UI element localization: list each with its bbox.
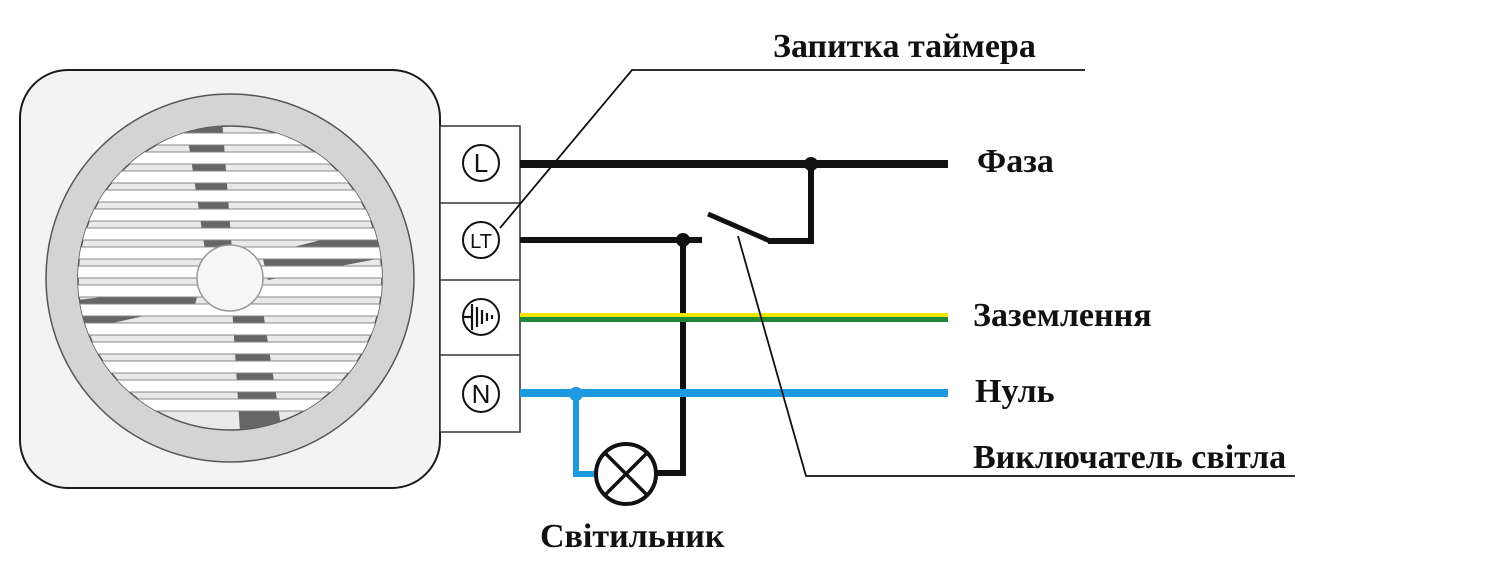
- switch-lever: [707, 211, 771, 244]
- switch-supply-wire: [768, 164, 814, 244]
- terminal-block: L LT N: [439, 125, 521, 433]
- lamp-neutral-wire: [573, 393, 598, 477]
- neutral-label: Нуль: [975, 373, 1055, 410]
- phase-label: Фаза: [977, 143, 1054, 180]
- terminal-lt: LT: [462, 221, 500, 259]
- light-switch-leader: [737, 235, 1295, 477]
- timer-supply-label: Запитка таймера: [773, 28, 1036, 65]
- wiring: [520, 160, 948, 477]
- junction-dot: [804, 157, 818, 171]
- terminal-ground: [462, 298, 500, 336]
- lamp-label: Світильник: [540, 518, 725, 555]
- lamp-feed-wire: [655, 240, 686, 476]
- terminal-n-label: N: [472, 379, 491, 409]
- lamp-cross-icon: [594, 442, 658, 506]
- terminal-lt-label: LT: [470, 231, 492, 253]
- junction-dot: [569, 387, 583, 401]
- terminal-n: N: [462, 375, 500, 413]
- ground-symbol-icon: [464, 304, 494, 330]
- terminal-l-label: L: [474, 148, 488, 178]
- fan-unit: [19, 69, 441, 489]
- junction-dot: [676, 233, 690, 247]
- fan-grill: [78, 126, 382, 430]
- timer-supply-leader: [499, 69, 1085, 229]
- ground-label: Заземлення: [973, 297, 1152, 334]
- fan-hub: [196, 244, 264, 312]
- terminal-l: L: [462, 144, 500, 182]
- light-switch-label: Виключатель світла: [973, 439, 1286, 476]
